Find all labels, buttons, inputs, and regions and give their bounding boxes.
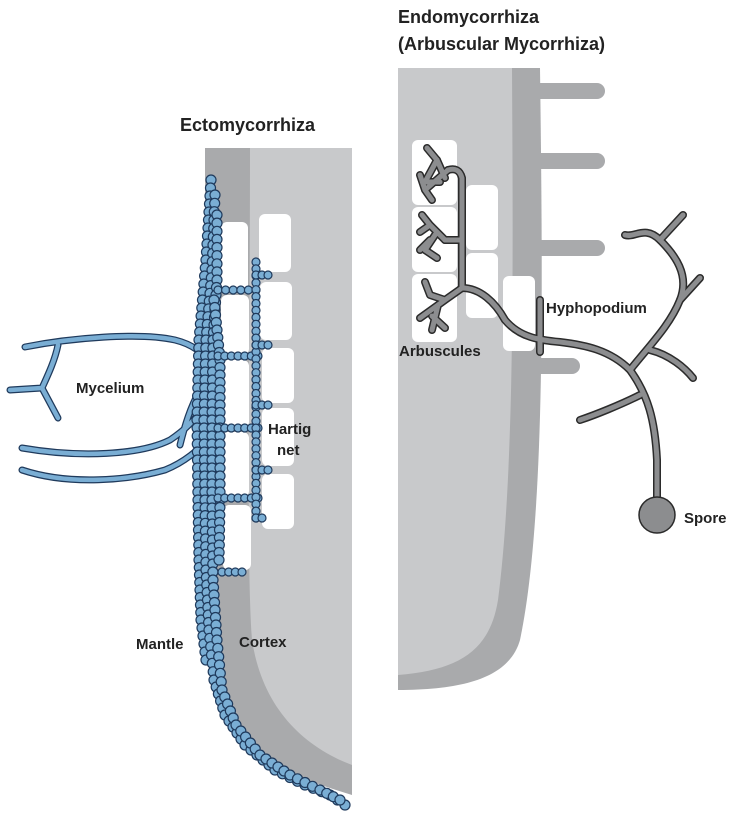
hartig-label-line2: net	[277, 442, 300, 459]
ecto-cell	[221, 360, 249, 428]
fungal-cell	[238, 568, 246, 576]
fungal-cell	[264, 271, 272, 279]
endo-cell	[466, 185, 498, 250]
ecto-title: Ectomycorrhiza	[180, 115, 316, 135]
ecto-cell	[262, 474, 294, 529]
endo-title-line1: Endomycorrhiza	[398, 7, 540, 27]
endo-title-line2: (Arbuscular Mycorrhiza)	[398, 34, 605, 54]
ecto-cell	[259, 214, 291, 272]
spore-circle	[639, 497, 675, 533]
ecto-cell	[221, 222, 248, 292]
cortex-label: Cortex	[239, 634, 287, 651]
ecto-mycelium	[10, 336, 210, 480]
fungal-cell	[264, 466, 272, 474]
ecto-cell	[262, 348, 294, 403]
fungal-cell	[258, 514, 266, 522]
fungal-cell	[264, 341, 272, 349]
fungal-cell	[264, 401, 272, 409]
mycelium-label: Mycelium	[76, 380, 144, 397]
fungal-cell	[214, 555, 224, 565]
spore-label: Spore	[684, 510, 727, 527]
ecto-cell	[223, 505, 251, 570]
mantle-label: Mantle	[136, 636, 184, 653]
fungal-cell	[222, 286, 230, 294]
ecto-cell	[221, 432, 249, 497]
fungal-cell	[335, 795, 345, 805]
fungal-cell	[229, 286, 237, 294]
fungal-cell	[214, 286, 222, 294]
ecto-cell	[221, 295, 249, 355]
arbuscules-label: Arbuscules	[399, 343, 481, 360]
hyphopodium-label: Hyphopodium	[546, 300, 647, 317]
fungal-cell	[237, 286, 245, 294]
fungal-cell	[244, 286, 252, 294]
ecto-cell	[260, 282, 292, 340]
hartig-label-line1: Hartig	[268, 421, 311, 438]
